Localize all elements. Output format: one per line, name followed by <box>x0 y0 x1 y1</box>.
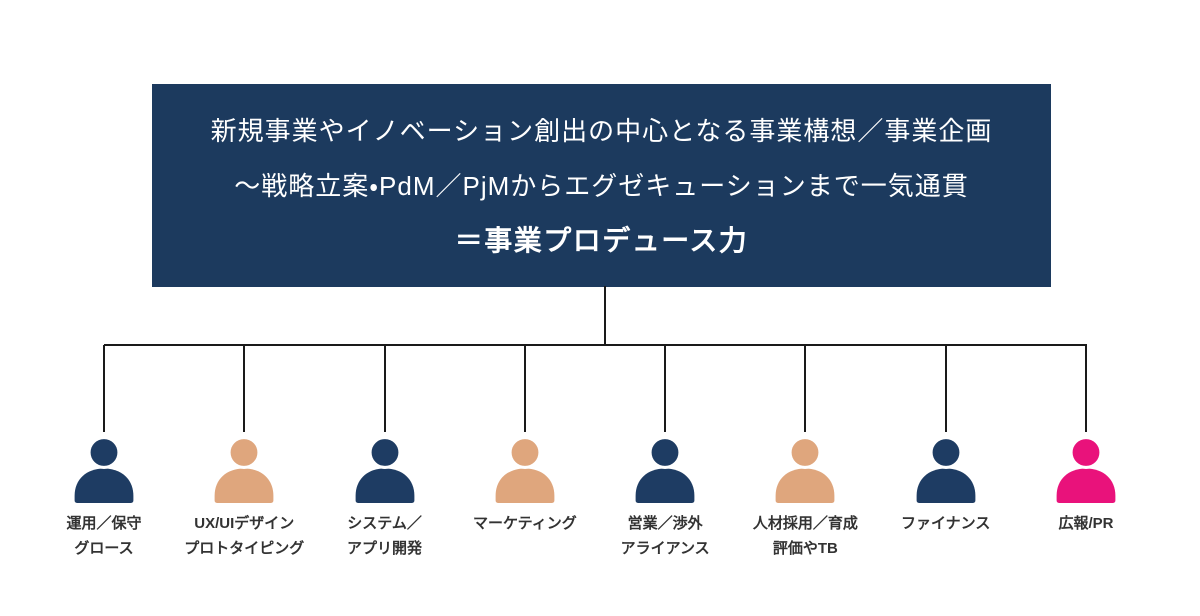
person-icon <box>355 437 414 503</box>
member-label-line: グロース <box>74 540 134 557</box>
member-node-sales: 営業／渉外 アライアンス <box>595 345 735 561</box>
member-label-line: ファイナンス <box>900 515 991 532</box>
member-label: 営業／渉外 アライアンス <box>621 511 710 561</box>
connector-line <box>1084 345 1087 432</box>
member-label-line: アプリ開発 <box>347 540 423 557</box>
member-label-line: マーケティング <box>472 515 577 532</box>
member-node-operations: 運用／保守 グロース <box>34 345 174 561</box>
person-icon <box>776 437 835 503</box>
connector-line <box>103 345 105 432</box>
member-label-line: アライアンス <box>620 540 710 557</box>
stem-connector-line <box>604 286 606 346</box>
connector-line <box>383 345 386 432</box>
member-node-system-dev: システム／ アプリ開発 <box>315 345 455 561</box>
member-label: マーケティング <box>473 511 577 536</box>
connector-line <box>664 345 667 432</box>
horizontal-connector-line <box>104 344 1087 346</box>
members-row: 運用／保守 グロース UX/UIデザイン プロトタイピング システム／ <box>34 345 1156 561</box>
connector-line <box>804 345 807 432</box>
member-node-uxui: UX/UIデザイン プロトタイピング <box>174 345 314 561</box>
hero-line-2: ～戦略立案・PdM／PjMからエグゼキューションまで一気通貫 <box>234 170 969 201</box>
member-label: システム／ アプリ開発 <box>347 511 422 561</box>
member-label-line: 運用／保守 <box>66 515 142 532</box>
person-icon <box>635 437 695 503</box>
member-node-finance: ファイナンス <box>876 345 1016 561</box>
member-label: UX/UIデザイン プロトタイピング <box>184 511 304 561</box>
connector-line <box>523 345 526 432</box>
member-node-pr: 広報/PR <box>1016 345 1156 561</box>
member-label-line: 評価やTB <box>772 540 838 557</box>
member-node-marketing: マーケティング <box>455 345 595 561</box>
person-icon <box>1056 437 1116 503</box>
person-icon <box>495 437 555 503</box>
member-label-line: 広報/PR <box>1058 515 1114 532</box>
member-label-line: 営業／渉外 <box>627 515 703 532</box>
member-label: 運用／保守 グロース <box>66 511 141 561</box>
hero-line-1: 新規事業やイノベーション創出の中心となる事業構想／事業企画 <box>210 115 993 146</box>
member-label: ファイナンス <box>901 511 990 536</box>
hero-line-3: ＝事業プロデュース力 <box>454 224 749 256</box>
member-node-hr: 人材採用／育成 評価やTB <box>735 345 875 561</box>
member-label: 広報/PR <box>1058 511 1113 536</box>
member-label: 人材採用／育成 評価やTB <box>753 511 858 561</box>
member-label-line: プロトタイピング <box>184 540 305 557</box>
member-label-line: UX/UIデザイン <box>194 515 295 532</box>
hero-box: 新規事業やイノベーション創出の中心となる事業構想／事業企画 ～戦略立案・PdM／… <box>152 84 1051 287</box>
person-icon <box>916 437 976 503</box>
connector-line <box>944 345 947 432</box>
member-label-line: システム／ <box>347 515 422 532</box>
person-icon <box>74 437 134 503</box>
connector-line <box>243 345 246 432</box>
person-icon <box>214 437 274 503</box>
member-label-line: 人材採用／育成 <box>752 515 858 532</box>
